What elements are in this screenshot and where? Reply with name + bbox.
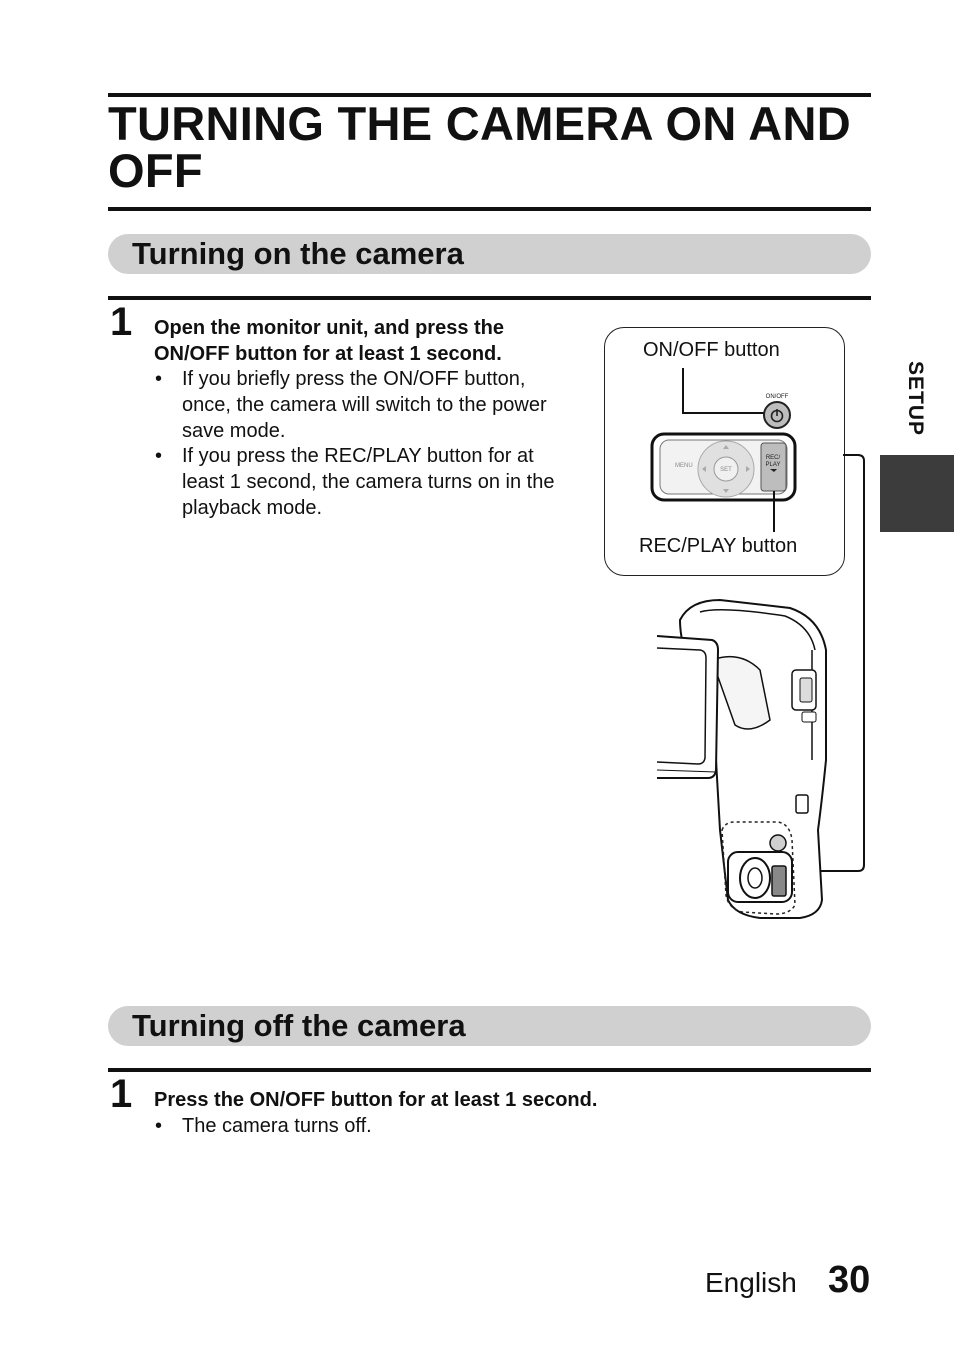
bullet-dot: • [155, 445, 163, 467]
mini-recplay-icon [771, 865, 787, 897]
onoff-mark: ON/OFF [766, 394, 789, 400]
bullet-item: • If you briefly press the ON/OFF button… [155, 366, 580, 446]
sensor-icon [769, 834, 787, 852]
step-rule-on [108, 296, 871, 300]
set-mark: SET [720, 467, 732, 473]
bullet-dot: • [155, 1115, 163, 1137]
camera-monitor [656, 635, 720, 779]
menu-mark: MENU [675, 463, 693, 469]
step-number-off: 1 [110, 1072, 133, 1116]
step-instruction-on: Open the monitor unit, and press the ON/… [154, 317, 505, 365]
set-button-icon [713, 456, 739, 482]
onoff-leader-line [682, 368, 770, 414]
step-instruction-off: Press the ON/OFF button for at least 1 s… [154, 1089, 598, 1111]
section-header-off: Turning off the camera [108, 1006, 871, 1046]
play-mark: PLAY [766, 462, 781, 468]
side-tab-block [880, 455, 954, 532]
section-title-on: Turning on the camera [132, 236, 464, 271]
section-title-off: Turning off the camera [132, 1008, 466, 1043]
side-tab-label: SETUP [904, 361, 927, 437]
page-number: 30 [828, 1259, 871, 1301]
title-bottom-rule [108, 207, 871, 211]
step-rule-off [108, 1068, 871, 1072]
step-number-on: 1 [110, 300, 133, 344]
title-top-rule [108, 93, 871, 97]
rec-mark: REC/ [766, 455, 781, 461]
bullet-text: If you press the REC/PLAY button for at … [182, 445, 555, 519]
callout-connector [790, 454, 865, 872]
dotted-panel-outline [721, 821, 796, 915]
bullet-text: If you briefly press the ON/OFF button, … [182, 368, 547, 442]
footer-language: English [705, 1267, 797, 1298]
recplay-button-label: REC/PLAY button [639, 535, 798, 557]
bullet-text: The camera turns off. [182, 1115, 372, 1137]
bullet-dot: • [155, 368, 163, 390]
page-title: TURNING THE CAMERA ON AND OFF [108, 97, 851, 197]
onoff-button-label: ON/OFF button [643, 339, 780, 361]
section-header-on: Turning on the camera [108, 234, 871, 274]
bullet-item: • The camera turns off. [155, 1113, 655, 1141]
bullet-item: • If you press the REC/PLAY button for a… [155, 443, 580, 523]
